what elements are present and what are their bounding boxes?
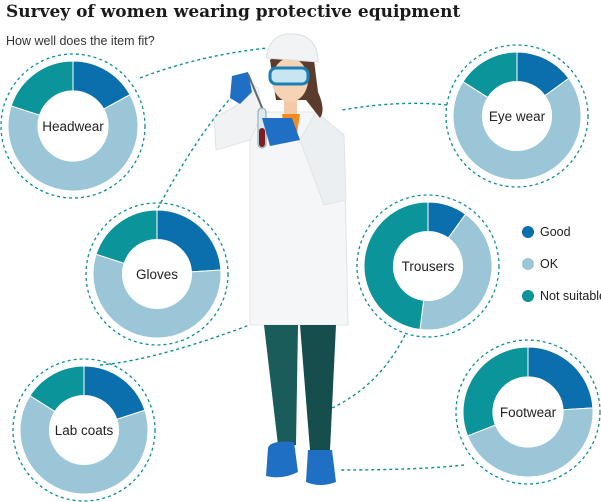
connector-footwear [337, 464, 465, 471]
connector-labcoats [99, 317, 269, 366]
right-sleeve [299, 111, 347, 206]
headwear-segment-not-suitable [10, 60, 74, 116]
cap [265, 33, 319, 63]
footwear-segment-ok [466, 407, 594, 478]
donut-labcoats-outline [12, 358, 156, 502]
donut-trousers-label: Trousers [402, 259, 455, 274]
donut-footwear: Footwear [455, 339, 601, 485]
connector-gloves [157, 89, 239, 209]
labcoats-segment-ok [19, 395, 149, 495]
gloves-segment-good [156, 209, 222, 273]
donut-footwear-label: Footwear [500, 405, 557, 420]
trousers-left-leg [264, 325, 298, 445]
donut-headwear-label: Headwear [42, 119, 104, 134]
legend-label-good: Good [540, 225, 571, 239]
legend-label-not-suitable: Not suitable [540, 289, 601, 303]
donut-headwear-outline [0, 53, 146, 199]
neck [284, 98, 297, 114]
connector-eyewear [341, 102, 448, 111]
legend-swatch-ok [522, 258, 534, 270]
left-shoe [266, 441, 298, 478]
left-sleeve [213, 81, 263, 151]
donut-gloves-segments [92, 209, 222, 339]
test-tube-liquid [259, 128, 265, 147]
trousers-segment-ok [419, 213, 493, 331]
left-glove [230, 72, 252, 104]
donut-trousers-segments [363, 201, 493, 331]
trousers-right-leg [300, 325, 336, 450]
connector-headwear [139, 47, 269, 79]
gloves-segment-not-suitable [95, 209, 158, 264]
footwear-segment-not-suitable [462, 346, 529, 437]
labcoats-segment-not-suitable [29, 365, 85, 413]
eyewear-segment-ok [452, 77, 582, 181]
donut-headwear-segments [7, 60, 139, 192]
labcoats-segment-good [83, 365, 146, 420]
scientist-illustration [213, 33, 349, 485]
donut-gloves-outline [85, 202, 229, 346]
gloves-segment-ok [92, 253, 222, 339]
headwear-segment-ok [7, 94, 139, 192]
donut-footwear-segments [462, 346, 594, 478]
right-shoe [306, 450, 336, 485]
donut-eyewear-segments [452, 51, 582, 181]
connector-lines [99, 47, 465, 471]
connector-trousers [331, 334, 406, 409]
donut-eyewear-outline [445, 44, 589, 188]
legend: Good OK Not suitable [522, 225, 601, 303]
donut-headwear: Headwear [0, 53, 146, 199]
donut-trousers-outline [356, 194, 500, 338]
legend-label-ok: OK [540, 257, 559, 271]
legend-swatch-good [522, 226, 534, 238]
trousers-segment-not-suitable [363, 201, 429, 331]
legend-swatch-not-suitable [522, 290, 534, 302]
donut-eyewear: Eye wear [445, 44, 589, 188]
donut-gloves: Gloves [85, 202, 229, 346]
footwear-segment-good [527, 346, 594, 411]
page-subtitle: How well does the item fit? [6, 34, 155, 48]
right-glove [262, 118, 300, 146]
goggles [268, 66, 310, 86]
page-title: Survey of women wearing protective equip… [6, 2, 461, 22]
donut-labcoats-segments [19, 365, 149, 495]
eyewear-segment-not-suitable [462, 51, 518, 99]
donut-footwear-outline [455, 339, 601, 485]
donut-trousers: Trousers [356, 194, 500, 338]
donut-labcoats-label: Lab coats [55, 423, 114, 438]
donut-eyewear-label: Eye wear [489, 109, 546, 124]
donut-gloves-label: Gloves [136, 267, 178, 282]
donut-labcoats: Lab coats [12, 358, 156, 502]
pipette [247, 73, 264, 111]
